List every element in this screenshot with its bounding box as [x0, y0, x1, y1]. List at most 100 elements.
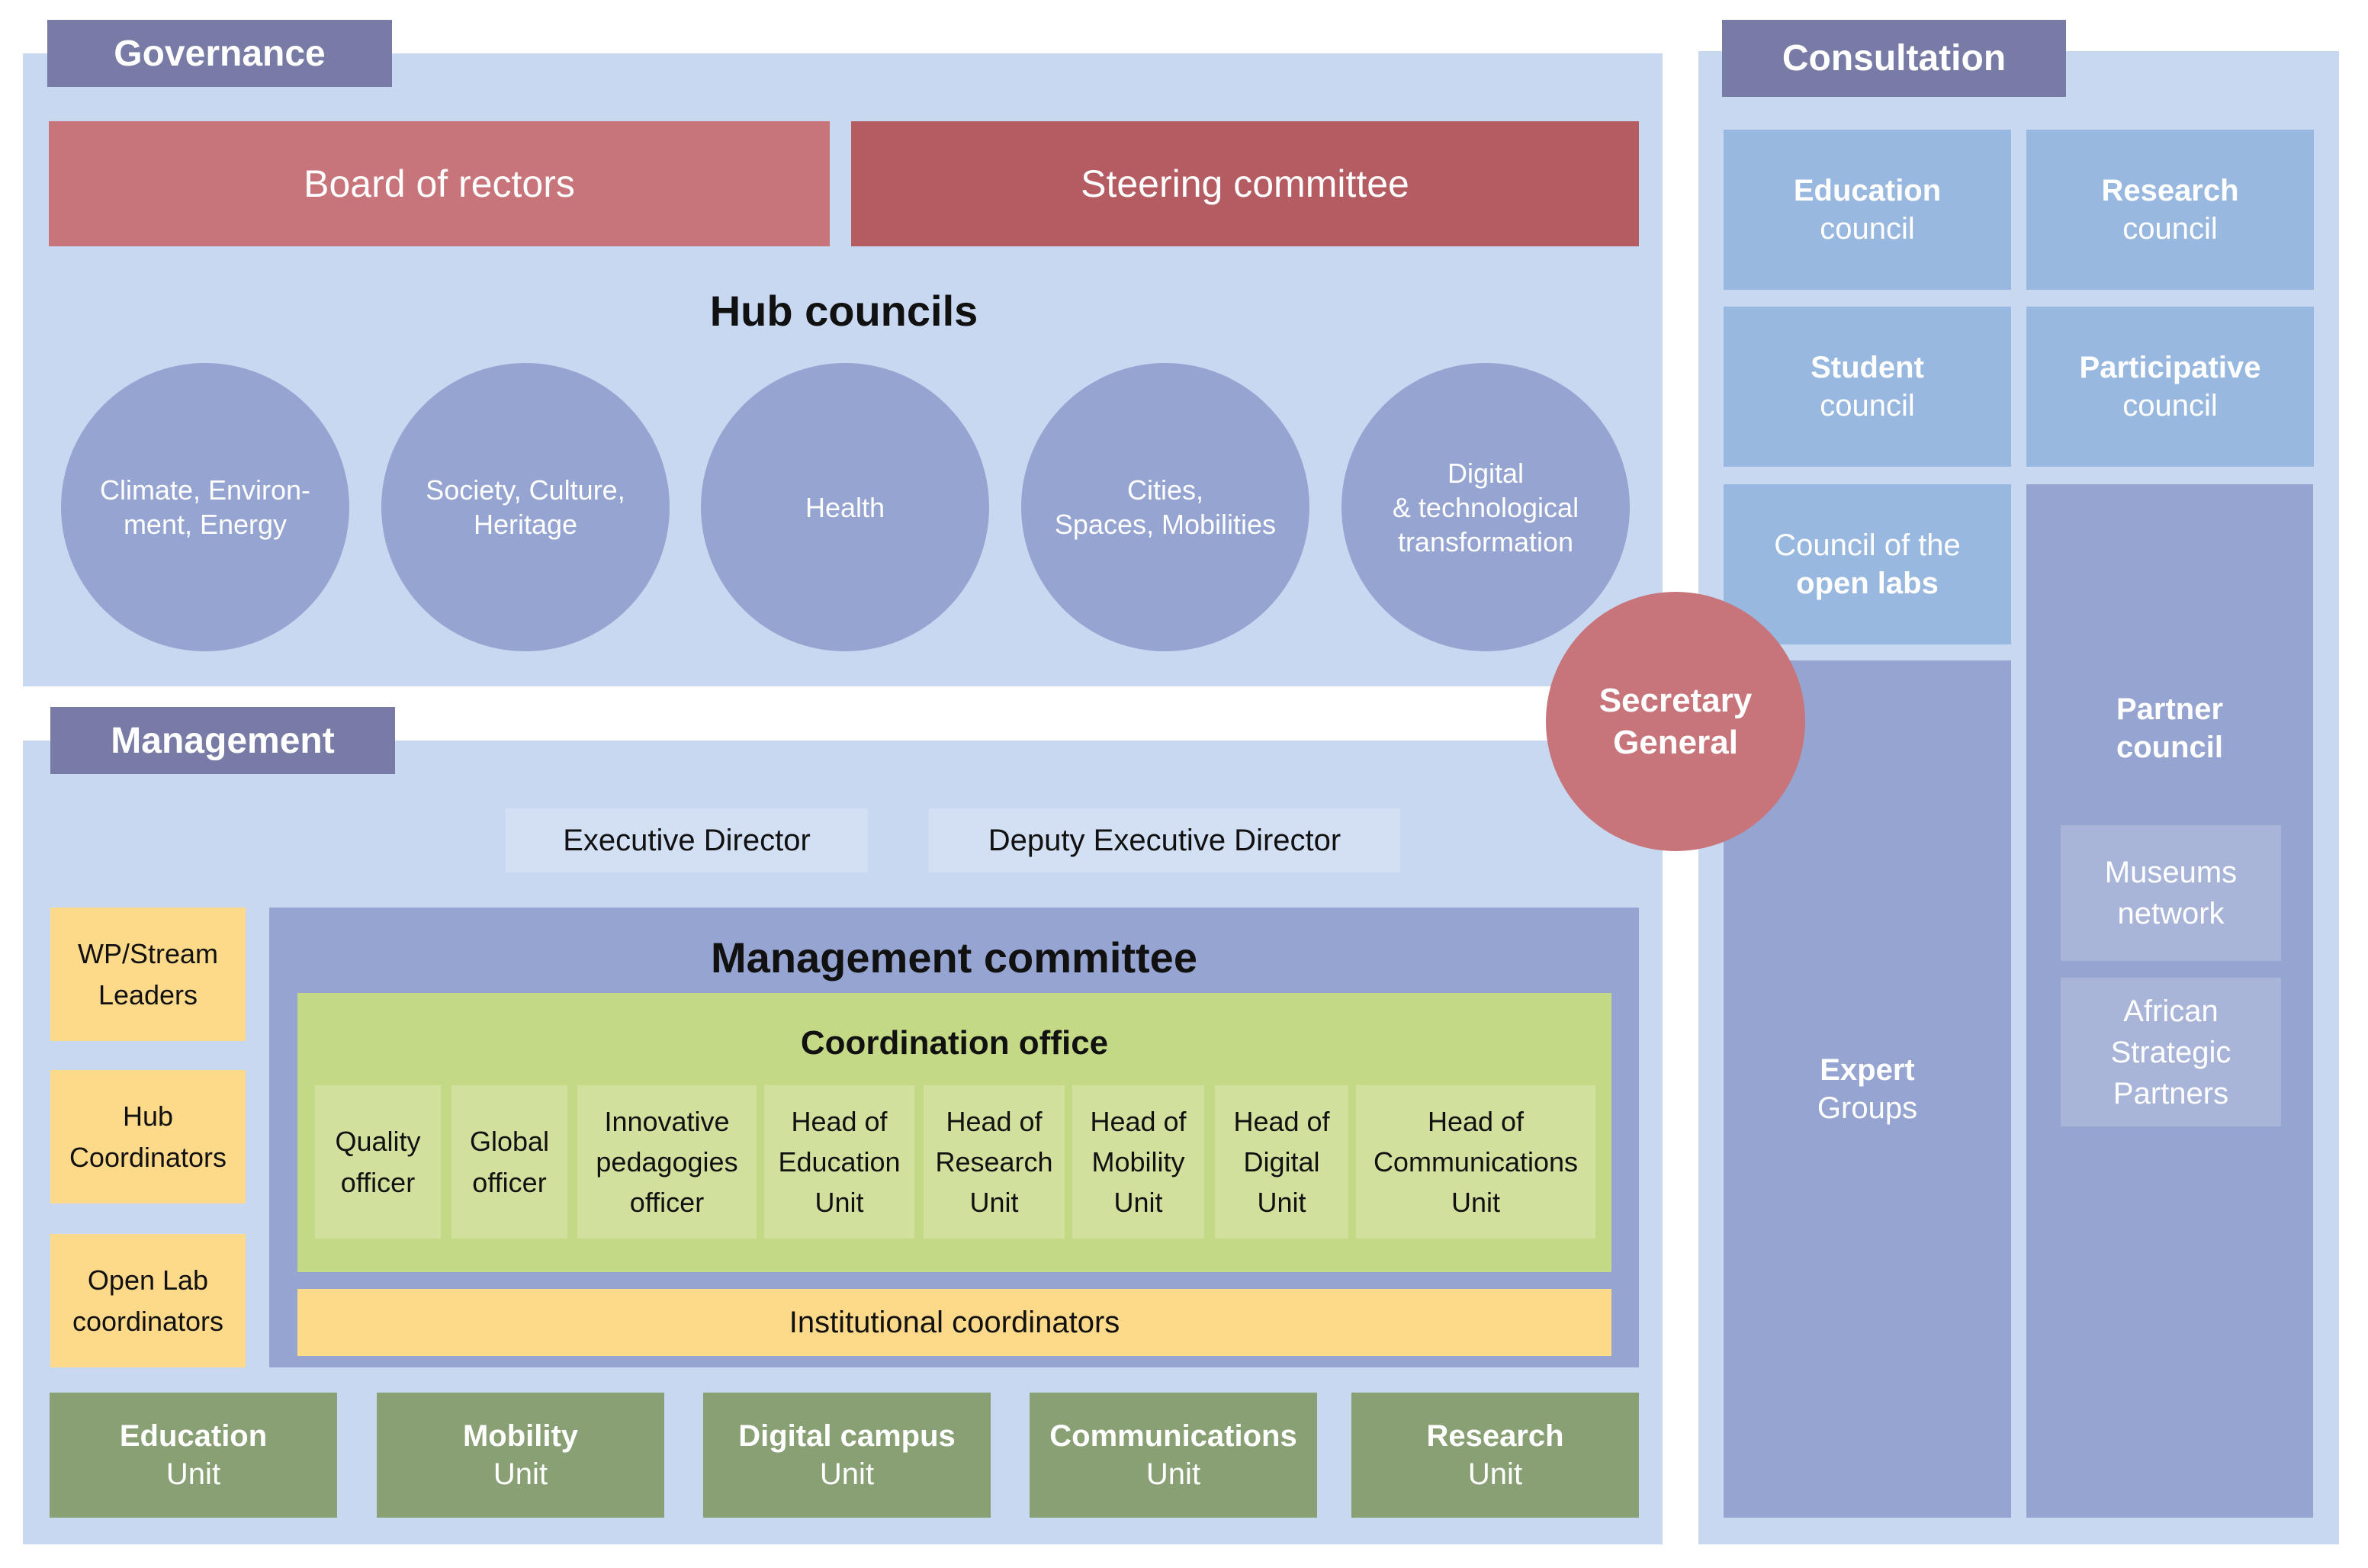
role-line2: Education [778, 1145, 901, 1178]
hub-circle-climate[interactable]: Climate, Environ- ment, Energy [61, 363, 349, 651]
role-line3: Unit [815, 1187, 864, 1219]
partner-member-line1: African [2123, 994, 2219, 1028]
unit-communications[interactable]: Communications Unit [1030, 1393, 1317, 1518]
partner-member-line3: Partners [2113, 1076, 2229, 1110]
institutional-coordinators-label: Institutional coordinators [789, 1306, 1120, 1339]
role-line2: Communications [1373, 1145, 1579, 1178]
council-prefix: Council of the [1774, 529, 1961, 562]
role-quality-officer[interactable]: Quality officer [315, 1085, 441, 1239]
council-participative[interactable]: Participative council [2026, 307, 2314, 467]
partner-african-strategic-partners[interactable]: African Strategic Partners [2061, 978, 2281, 1126]
hub-label-line2: & technological [1392, 491, 1579, 523]
council-open-labs[interactable]: Council of the open labs [1724, 484, 2011, 644]
side-role-line1: Open Lab [87, 1264, 209, 1296]
steering-committee[interactable]: Steering committee [851, 121, 1639, 246]
unit-education[interactable]: Education Unit [50, 1393, 337, 1518]
unit-name: Communications [1049, 1419, 1297, 1453]
role-line1: Head of [1233, 1105, 1330, 1137]
board-of-rectors[interactable]: Board of rectors [49, 121, 830, 246]
management-tab-label: Management [111, 720, 335, 761]
coordination-office-title: Coordination office [297, 1020, 1611, 1066]
council-education[interactable]: Education council [1724, 130, 2011, 290]
side-role-line1: Hub [122, 1100, 174, 1132]
role-line1: Head of [791, 1105, 888, 1137]
consultation-tab-label: Consultation [1782, 38, 2007, 79]
management-committee-title: Management committee [269, 927, 1639, 988]
role-line2: Research [935, 1145, 1053, 1178]
council-student[interactable]: Student council [1724, 307, 2011, 467]
council-name: Research [2101, 174, 2239, 207]
unit-research[interactable]: Research Unit [1351, 1393, 1639, 1518]
role-line1: Head of [1427, 1105, 1525, 1137]
hub-label-line3: transformation [1397, 525, 1574, 557]
council-name: Education [1793, 174, 1942, 207]
side-role-hub-coordinators[interactable]: Hub Coordinators [50, 1070, 246, 1203]
secretary-general-line2: General [1613, 724, 1738, 761]
steering-committee-label: Steering committee [1081, 162, 1409, 205]
unit-suffix: Unit [819, 1457, 875, 1491]
unit-name: Research [1426, 1419, 1564, 1453]
management-committee-title-text: Management committee [711, 933, 1197, 982]
role-head-of-education-unit[interactable]: Head of Education Unit [764, 1085, 914, 1239]
council-suffix: council [2122, 389, 2218, 423]
hub-circle-digital[interactable]: Digital & technological transformation [1341, 363, 1630, 651]
coordination-office-title-text: Coordination office [800, 1024, 1109, 1062]
hub-councils-title-text: Hub councils [709, 286, 978, 335]
secretary-general-line1: Secretary [1598, 682, 1753, 719]
unit-suffix: Unit [165, 1457, 221, 1491]
consultation-tab: Consultation [1722, 20, 2066, 97]
role-line3: Unit [1257, 1187, 1306, 1219]
role-head-of-digital-unit[interactable]: Head of Digital Unit [1215, 1085, 1348, 1239]
unit-name: Digital campus [738, 1419, 956, 1453]
hub-circle-cities[interactable]: Cities, Spaces, Mobilities [1021, 363, 1309, 651]
role-line1: Global [469, 1126, 550, 1158]
institutional-coordinators[interactable]: Institutional coordinators [297, 1289, 1611, 1356]
role-line3: officer [629, 1187, 705, 1219]
expert-groups-suffix: Groups [1817, 1091, 1918, 1125]
partner-council-title: Partner council [2026, 679, 2313, 778]
partner-council-line1: Partner [2116, 692, 2224, 726]
role-line1: Head of [1090, 1105, 1187, 1137]
board-of-rectors-label: Board of rectors [304, 162, 575, 205]
role-head-of-mobility-unit[interactable]: Head of Mobility Unit [1072, 1085, 1204, 1239]
side-role-line2: coordinators [72, 1305, 224, 1337]
side-role-line2: Leaders [98, 978, 198, 1011]
secretary-general[interactable]: Secretary General [1546, 592, 1805, 851]
council-name: Student [1811, 351, 1924, 384]
role-line3: Unit [1451, 1187, 1501, 1219]
management-tab: Management [50, 707, 395, 774]
role-line2: officer [472, 1166, 547, 1198]
role-line1: Head of [946, 1105, 1043, 1137]
unit-suffix: Unit [493, 1457, 548, 1491]
hub-label-line2: Spaces, Mobilities [1054, 509, 1277, 540]
council-research[interactable]: Research council [2026, 130, 2314, 290]
partner-museums-network[interactable]: Museums network [2061, 825, 2281, 961]
council-suffix: council [1820, 212, 1915, 246]
council-name: Participative [2079, 351, 2261, 384]
deputy-executive-director[interactable]: Deputy Executive Director [929, 808, 1400, 872]
role-line2: officer [340, 1166, 416, 1198]
council-suffix: council [2122, 212, 2218, 246]
role-line1: Innovative [604, 1105, 730, 1137]
role-innovative-pedagogies-officer[interactable]: Innovative pedagogies officer [577, 1085, 757, 1239]
hub-circle-health[interactable]: Health [701, 363, 989, 651]
unit-mobility[interactable]: Mobility Unit [377, 1393, 664, 1518]
expert-groups-name: Expert [1820, 1053, 1915, 1087]
hub-label-line1: Health [805, 491, 885, 523]
unit-suffix: Unit [1145, 1457, 1201, 1491]
role-head-of-communications-unit[interactable]: Head of Communications Unit [1356, 1085, 1595, 1239]
hub-label-line1: Society, Culture, [426, 474, 625, 506]
partner-member-line2: network [2117, 897, 2225, 930]
unit-name: Mobility [462, 1419, 579, 1453]
hub-label-line1: Climate, Environ- [99, 474, 311, 506]
unit-digital-campus[interactable]: Digital campus Unit [703, 1393, 991, 1518]
partner-council-line2: council [2116, 731, 2224, 764]
hub-circle-society[interactable]: Society, Culture, Heritage [381, 363, 670, 651]
hub-councils-title: Hub councils [49, 282, 1639, 339]
role-line2: Digital [1243, 1145, 1320, 1178]
side-role-open-lab-coordinators[interactable]: Open Lab coordinators [50, 1234, 246, 1367]
executive-director[interactable]: Executive Director [506, 808, 868, 872]
side-role-wp-stream-leaders[interactable]: WP/Stream Leaders [50, 908, 246, 1041]
role-head-of-research-unit[interactable]: Head of Research Unit [924, 1085, 1065, 1239]
role-global-officer[interactable]: Global officer [451, 1085, 567, 1239]
